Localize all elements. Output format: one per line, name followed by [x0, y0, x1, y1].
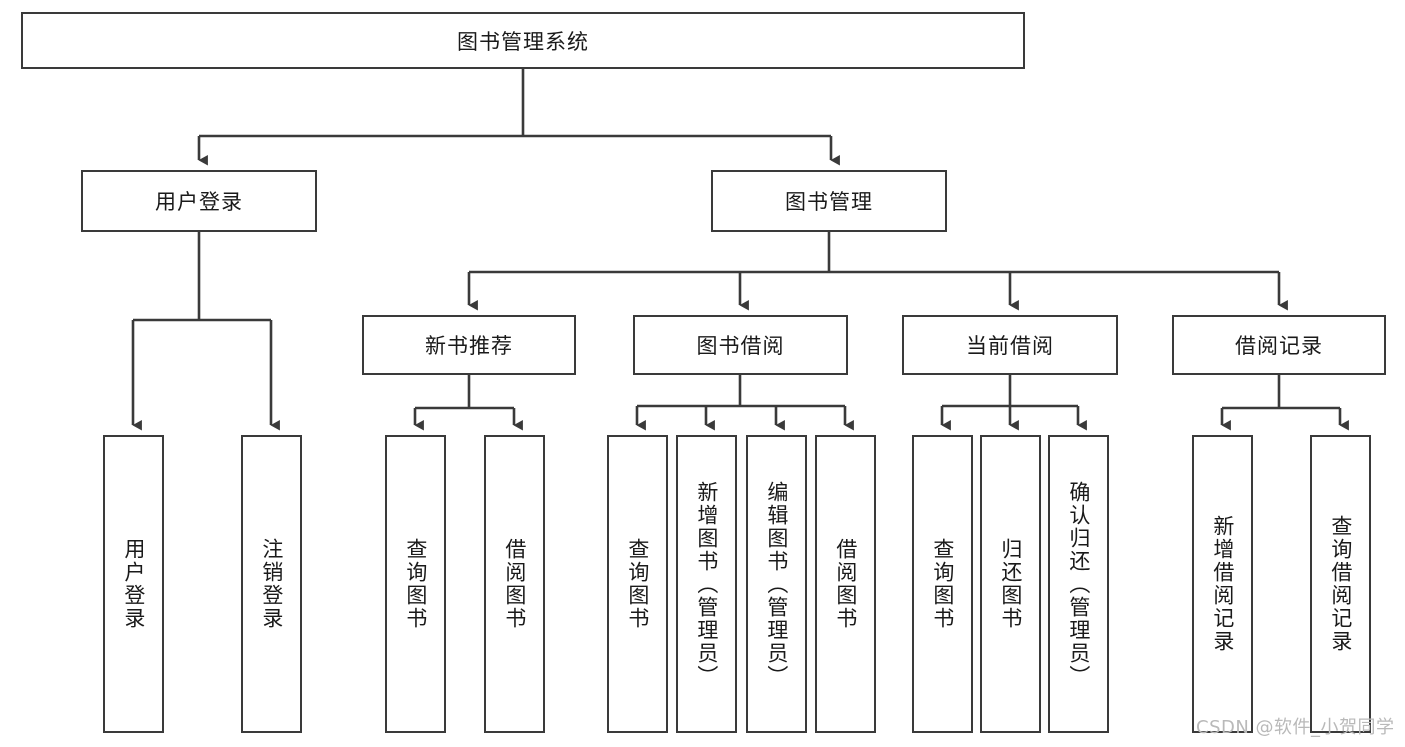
leaf-label: 归还图书	[998, 538, 1023, 630]
leaf-label: 借阅图书	[833, 538, 858, 630]
leaf-query-book-current[interactable]: 查询图书	[912, 435, 973, 733]
node-book-management[interactable]: 图书管理	[711, 170, 947, 232]
leaf-label: 确认归还（管理员）	[1066, 480, 1091, 688]
csdn-watermark: CSDN @软件_小贺同学	[1196, 717, 1395, 738]
node-root-system[interactable]: 图书管理系统	[21, 12, 1025, 69]
leaf-return-book[interactable]: 归还图书	[980, 435, 1041, 733]
leaf-label: 查询图书	[403, 538, 428, 630]
leaf-label: 借阅图书	[502, 538, 527, 630]
leaf-label: 查询借阅记录	[1328, 515, 1353, 653]
leaf-label: 用户登录	[121, 538, 146, 630]
leaf-label: 编辑图书（管理员）	[764, 480, 789, 688]
leaf-query-borrow-record[interactable]: 查询借阅记录	[1310, 435, 1371, 733]
leaf-query-book-recommendation[interactable]: 查询图书	[385, 435, 446, 733]
leaf-borrow-book[interactable]: 借阅图书	[815, 435, 876, 733]
leaf-borrow-book-recommendation[interactable]: 借阅图书	[484, 435, 545, 733]
node-current-borrow[interactable]: 当前借阅	[902, 315, 1118, 375]
node-borrow-records[interactable]: 借阅记录	[1172, 315, 1386, 375]
node-book-borrow[interactable]: 图书借阅	[633, 315, 848, 375]
leaf-add-borrow-record[interactable]: 新增借阅记录	[1192, 435, 1253, 733]
node-new-book-recommendation[interactable]: 新书推荐	[362, 315, 576, 375]
leaf-label: 注销登录	[259, 538, 284, 630]
leaf-query-book-borrow[interactable]: 查询图书	[607, 435, 668, 733]
leaf-label: 新增图书（管理员）	[694, 480, 719, 688]
node-user-login[interactable]: 用户登录	[81, 170, 317, 232]
leaf-label: 查询图书	[930, 538, 955, 630]
leaf-edit-book-admin[interactable]: 编辑图书（管理员）	[746, 435, 807, 733]
leaf-confirm-return-admin[interactable]: 确认归还（管理员）	[1048, 435, 1109, 733]
leaf-user-login[interactable]: 用户登录	[103, 435, 164, 733]
leaf-add-book-admin[interactable]: 新增图书（管理员）	[676, 435, 737, 733]
leaf-label: 新增借阅记录	[1210, 515, 1235, 653]
leaf-label: 查询图书	[625, 538, 650, 630]
leaf-logout[interactable]: 注销登录	[241, 435, 302, 733]
